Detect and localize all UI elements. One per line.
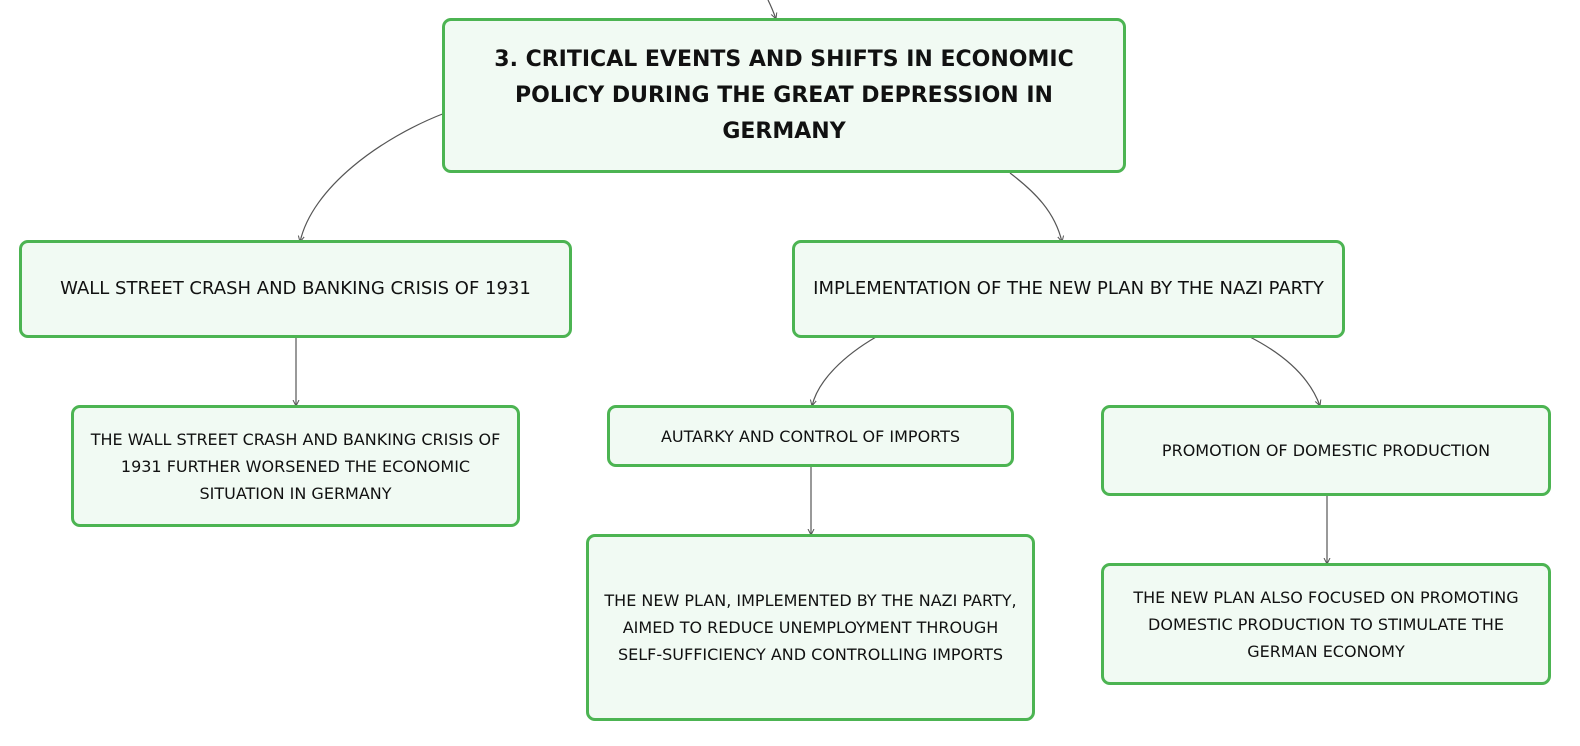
topic-node-wall-street-crash[interactable]: WALL STREET CRASH AND BANKING CRISIS OF … (19, 240, 572, 338)
subtopic-node-domestic-production[interactable]: PROMOTION OF DOMESTIC PRODUCTION (1101, 405, 1551, 496)
detail-node-autarky[interactable]: THE NEW PLAN, IMPLEMENTED BY THE NAZI PA… (586, 534, 1035, 721)
topic-label-new-plan: IMPLEMENTATION OF THE NEW PLAN BY THE NA… (813, 278, 1324, 299)
detail-node-wall-street-crash[interactable]: THE WALL STREET CRASH AND BANKING CRISIS… (71, 405, 520, 527)
subtopic-label-autarky: AUTARKY AND CONTROL OF IMPORTS (660, 426, 961, 446)
topic-label-wall-street-crash: WALL STREET CRASH AND BANKING CRISIS OF … (60, 278, 531, 299)
root-topic-label: 3. CRITICAL EVENTS AND SHIFTS IN ECONOMI… (494, 46, 1074, 144)
detail-label-wall-street-crash: THE WALL STREET CRASH AND BANKING CRISIS… (90, 429, 501, 503)
connector-new-plan-to-autarky (812, 336, 877, 406)
connector-new-plan-to-domestic (1249, 336, 1320, 406)
connector-root-to-new-plan (1009, 172, 1062, 242)
connector-parent-to-root (767, 0, 776, 19)
detail-label-domestic-production: THE NEW PLAN ALSO FOCUSED ON PROMOTING D… (1133, 587, 1519, 661)
root-topic-node[interactable]: 3. CRITICAL EVENTS AND SHIFTS IN ECONOMI… (442, 18, 1126, 173)
detail-node-domestic-production[interactable]: THE NEW PLAN ALSO FOCUSED ON PROMOTING D… (1101, 563, 1551, 685)
subtopic-node-autarky[interactable]: AUTARKY AND CONTROL OF IMPORTS (607, 405, 1014, 467)
connector-root-to-wall-street (300, 112, 446, 242)
topic-node-new-plan[interactable]: IMPLEMENTATION OF THE NEW PLAN BY THE NA… (792, 240, 1345, 338)
detail-label-autarky: THE NEW PLAN, IMPLEMENTED BY THE NAZI PA… (604, 591, 1017, 664)
subtopic-label-domestic-production: PROMOTION OF DOMESTIC PRODUCTION (1161, 441, 1491, 460)
